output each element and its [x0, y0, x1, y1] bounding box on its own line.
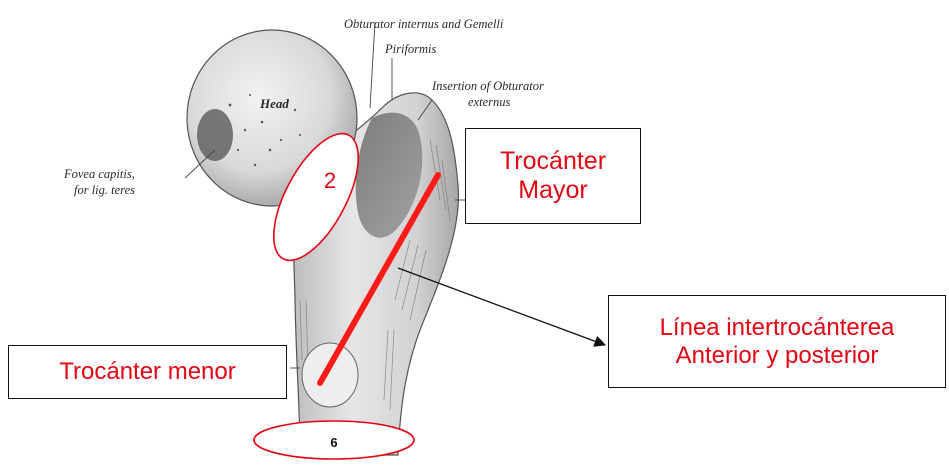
linea-line2: Anterior y posterior: [676, 342, 879, 370]
linea-intertrocanterea-box: Línea intertrocánterea Anterior y poster…: [608, 295, 946, 388]
label-obturator-internus: Obturator internus and Gemelli: [344, 17, 504, 31]
label-fovea-1: Fovea capitis,: [63, 167, 135, 181]
bottom-oval-number: 6: [330, 435, 337, 450]
label-insertion-obturator-1: Insertion of Obturator: [431, 79, 544, 93]
label-insertion-obturator-2: externus: [468, 95, 510, 109]
trocanter-mayor-line1: Trocánter: [500, 147, 606, 176]
linea-line1: Línea intertrocánterea: [660, 314, 895, 342]
trocanter-menor-label: Trocánter menor: [59, 358, 236, 386]
label-head: Head: [259, 96, 289, 111]
label-fovea-2: for lig. teres: [74, 183, 135, 197]
neck-oval-number: 2: [324, 168, 336, 193]
trocanter-mayor-line2: Mayor: [518, 176, 587, 205]
trocanter-menor-box: Trocánter menor: [8, 345, 287, 399]
lesser-trochanter-shape: [302, 343, 358, 407]
label-piriformis: Piriformis: [384, 42, 437, 56]
fovea-capitis-pit: [197, 109, 233, 161]
trocanter-mayor-box: Trocánter Mayor: [465, 128, 641, 224]
